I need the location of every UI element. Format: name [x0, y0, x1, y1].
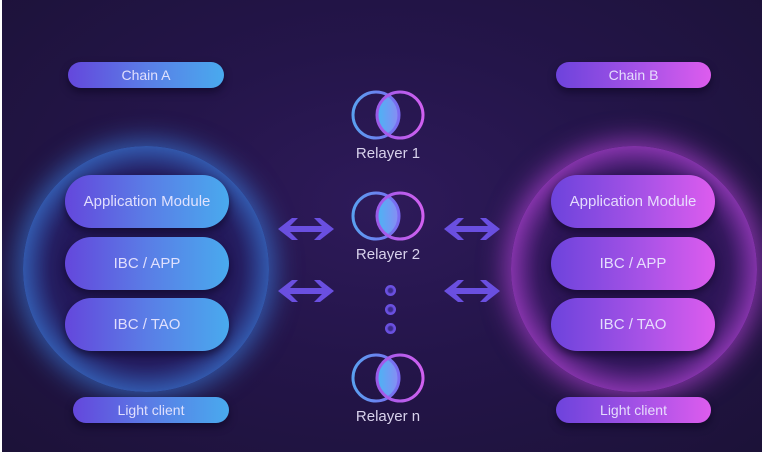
relayer-n: Relayer n — [338, 352, 438, 425]
relayer-2-label: Relayer 2 — [355, 246, 421, 263]
bidirectional-arrow-icon — [278, 280, 334, 302]
venn-relayer-icon — [351, 353, 425, 403]
chain-a-title: Chain A — [68, 62, 224, 88]
venn-relayer-icon — [351, 90, 425, 140]
bidirectional-arrow-icon — [444, 280, 500, 302]
relayer-1: Relayer 1 — [338, 89, 438, 162]
bidirectional-arrow-icon — [444, 218, 500, 240]
ellipsis-dot — [384, 304, 396, 315]
chain-a-ibc-app-module: IBC / APP — [65, 237, 229, 290]
chain-b-ibc-tao-module: IBC / TAO — [551, 298, 715, 351]
chain-b-ibc-app-module: IBC / APP — [551, 237, 715, 290]
vertical-dots-icon — [382, 285, 398, 342]
chain-b-application-module: Application Module — [551, 175, 715, 228]
chain-b-title: Chain B — [556, 62, 711, 88]
chain-a-application-module: Application Module — [65, 175, 229, 228]
relayer-1-label: Relayer 1 — [355, 145, 421, 162]
relayer-n-label: Relayer n — [355, 408, 421, 425]
chain-a-ibc-tao-module: IBC / TAO — [65, 298, 229, 351]
chain-a-light-client: Light client — [73, 397, 229, 423]
bidirectional-arrow-icon — [278, 218, 334, 240]
ellipsis-dot — [384, 323, 396, 334]
ibc-diagram: Chain A Chain B Application Module IBC /… — [2, 0, 762, 452]
chain-b-light-client: Light client — [556, 397, 711, 423]
ellipsis-dot — [384, 285, 396, 296]
venn-relayer-icon — [351, 191, 425, 241]
relayer-2: Relayer 2 — [338, 190, 438, 263]
